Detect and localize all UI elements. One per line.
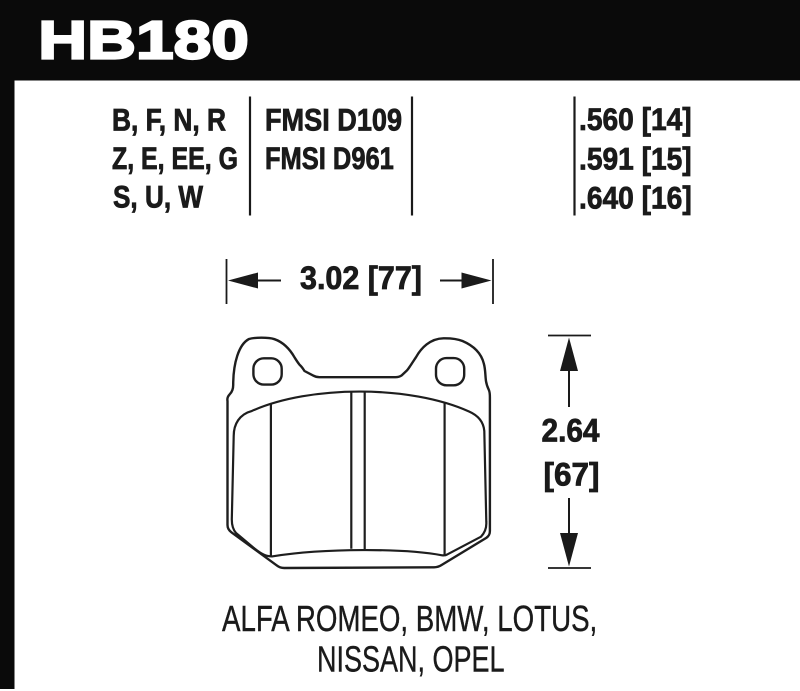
svg-text:NISSAN, OPEL: NISSAN, OPEL: [317, 639, 505, 680]
svg-text:.591 [15]: .591 [15]: [579, 142, 692, 177]
svg-text:.560 [14]: .560 [14]: [579, 103, 692, 138]
svg-text:Z, E, EE, G: Z, E, EE, G: [112, 141, 238, 176]
svg-text:3.02 [77]: 3.02 [77]: [300, 260, 422, 296]
svg-text:FMSI D961: FMSI D961: [265, 142, 394, 177]
svg-text:B, F, N, R: B, F, N, R: [112, 103, 226, 138]
svg-text:HB180: HB180: [38, 10, 249, 70]
svg-text:2.64: 2.64: [542, 413, 601, 449]
svg-text:.640 [16]: .640 [16]: [579, 181, 692, 216]
svg-text:ALFA ROMEO, BMW, LOTUS,: ALFA ROMEO, BMW, LOTUS,: [222, 598, 597, 639]
svg-text:[67]: [67]: [544, 456, 600, 492]
svg-text:S, U, W: S, U, W: [113, 180, 204, 215]
svg-text:FMSI D109: FMSI D109: [265, 103, 402, 138]
